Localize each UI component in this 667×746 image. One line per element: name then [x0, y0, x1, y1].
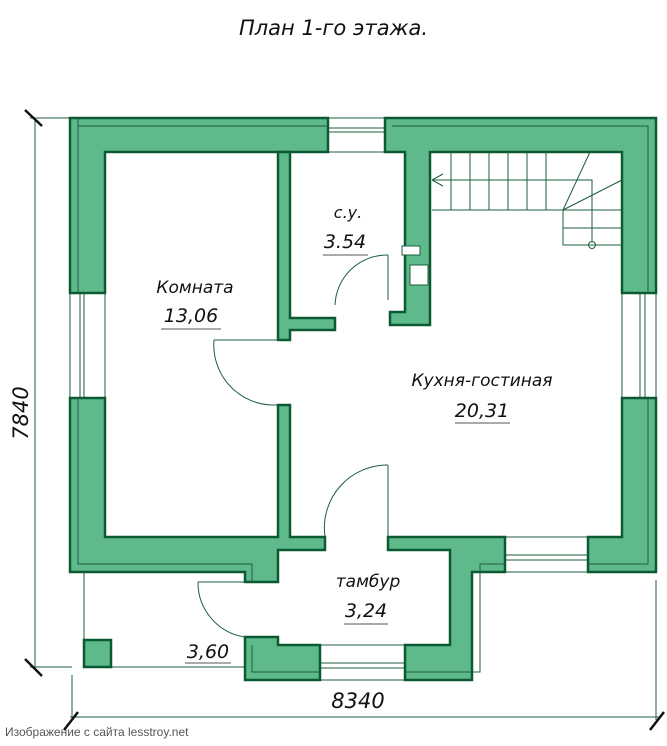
room-name-bathroom: с.у. — [334, 203, 362, 222]
porch-pillar — [82, 638, 113, 669]
room-name-vestibule: тамбур — [336, 572, 401, 592]
doors — [197, 254, 389, 638]
dimension-width: 8340 — [331, 689, 384, 713]
walls — [68, 116, 658, 682]
dimension-lines — [24, 109, 665, 731]
room-area-vestibule: 3,24 — [345, 600, 387, 622]
room-area-bathroom: 3.54 — [324, 231, 366, 253]
room-area-kitchen-living: 20,31 — [455, 400, 509, 422]
porch — [82, 572, 245, 669]
staircase — [431, 151, 623, 249]
porch-area: 3,60 — [187, 641, 229, 663]
plan-title: План 1-го этажа. — [238, 16, 429, 40]
room-name-komnata: Комната — [156, 278, 233, 298]
room-name-kitchen-living: Кухня-гостиная — [411, 371, 552, 391]
source-credit: Изображение с сайта lesstroy.net — [5, 725, 189, 739]
room-area-komnata: 13,06 — [164, 305, 218, 327]
room-labels: Комната 13,06 с.у. 3.54 Кухня-гостиная 2… — [9, 203, 553, 713]
dimension-height: 7840 — [9, 386, 33, 439]
windows — [69, 117, 657, 681]
